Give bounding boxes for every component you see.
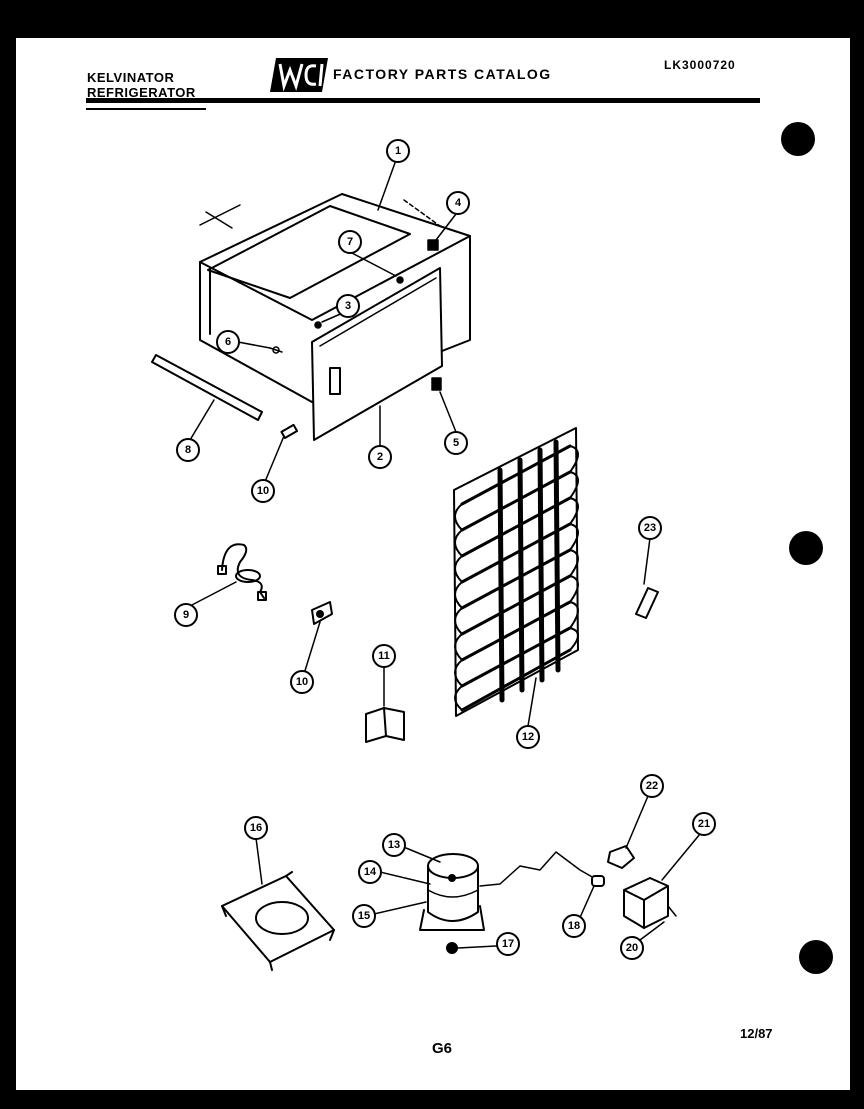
hinge-part: [280, 423, 299, 439]
callout-20: 20: [620, 936, 644, 960]
callout-4: 4: [446, 191, 470, 215]
svg-text:12: 12: [522, 731, 534, 743]
callout-16: 16: [244, 816, 268, 840]
callout-2: 2: [368, 445, 392, 469]
model-number: LK3000720: [664, 58, 736, 72]
svg-text:5: 5: [453, 437, 459, 449]
callout-8: 8: [176, 438, 200, 462]
svg-text:20: 20: [626, 942, 638, 954]
callout-3: 3: [336, 294, 360, 318]
callout-12: 12: [516, 725, 540, 749]
callout-14: 14: [358, 860, 382, 884]
grommet-part: [446, 942, 458, 954]
svg-text:7: 7: [347, 236, 353, 248]
wire-harness-part: [217, 543, 267, 601]
callout-18: 18: [562, 914, 586, 938]
callout-23: 23: [638, 516, 662, 540]
capacitor-part: [623, 877, 677, 929]
header-rule-thin: [86, 108, 206, 110]
cabinet-part: [199, 193, 471, 403]
leader-lines: [189, 159, 701, 949]
kickplate-part: [151, 354, 263, 421]
callout-7: 7: [338, 230, 362, 254]
callout-21: 21: [692, 812, 716, 836]
callout-13: 13: [382, 833, 406, 857]
punch-hole-top: [781, 122, 815, 156]
callout-5: 5: [444, 431, 468, 455]
punch-hole-middle: [789, 531, 823, 565]
svg-text:3: 3: [345, 300, 351, 312]
compressor-base-part: [221, 871, 335, 971]
svg-text:22: 22: [646, 780, 658, 792]
small-hardware: [269, 199, 442, 391]
wci-logo: [270, 58, 328, 92]
header-rule: [86, 98, 760, 103]
callout-11: 11: [372, 644, 396, 668]
callout-17: 17: [496, 932, 520, 956]
callout-9: 9: [174, 603, 198, 627]
svg-text:18: 18: [568, 920, 580, 932]
svg-text:21: 21: [698, 818, 710, 830]
overload-part: [591, 875, 605, 887]
svg-text:10: 10: [296, 676, 308, 688]
svg-text:4: 4: [455, 197, 462, 209]
brand-block: KELVINATOR REFRIGERATOR: [87, 70, 196, 100]
svg-text:8: 8: [185, 444, 191, 456]
svg-text:23: 23: [644, 522, 656, 534]
svg-text:13: 13: [388, 839, 400, 851]
relay-part: [607, 845, 635, 869]
compressor-part: [419, 851, 595, 931]
svg-text:11: 11: [378, 650, 390, 662]
brand-line-2: REFRIGERATOR: [87, 85, 196, 100]
brand-line-1: KELVINATOR: [87, 70, 175, 85]
callout-6: 6: [216, 330, 240, 354]
svg-text:15: 15: [358, 910, 370, 922]
revision-date: 12/87: [740, 1026, 773, 1041]
page-label: G6: [432, 1040, 453, 1057]
callout-15: 15: [352, 904, 376, 928]
punch-hole-bottom: [799, 940, 833, 974]
svg-text:16: 16: [250, 822, 262, 834]
door-part: [311, 267, 443, 441]
svg-text:17: 17: [502, 938, 514, 950]
svg-text:6: 6: [225, 336, 231, 348]
condenser-coil-part: [453, 427, 579, 717]
callout-group: 1 2 3 4 5 6 7 8 9 10 10 11 12 13 14 15 1…: [174, 139, 716, 960]
svg-text:1: 1: [395, 145, 401, 157]
svg-text:14: 14: [364, 866, 377, 878]
svg-text:10: 10: [257, 485, 269, 497]
svg-text:2: 2: [377, 451, 383, 463]
callout-10-clip: 10: [290, 670, 314, 694]
svg-text:9: 9: [183, 609, 189, 621]
callout-22: 22: [640, 774, 664, 798]
callout-1: 1: [386, 139, 410, 163]
callout-10-hinge: 10: [251, 479, 275, 503]
control-clip-part: [311, 601, 333, 625]
dryer-part: [635, 587, 659, 619]
bracket-part: [365, 707, 405, 743]
catalog-title: FACTORY PARTS CATALOG: [333, 66, 552, 82]
